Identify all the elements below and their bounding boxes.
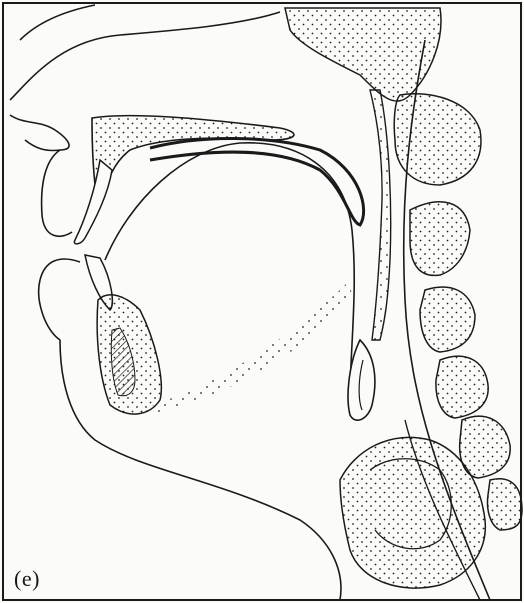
pharyngeal-wall xyxy=(370,90,391,340)
nose-outline xyxy=(10,115,69,151)
soft-palate xyxy=(150,138,364,225)
upper-lip xyxy=(42,150,72,236)
vertebra-c1 xyxy=(394,94,481,185)
cranial-base-outline xyxy=(10,5,280,100)
lower-lip xyxy=(40,259,80,280)
vertebra-c2 xyxy=(410,202,470,276)
panel-label: (e) xyxy=(14,566,40,592)
vertebra-c4 xyxy=(436,356,488,418)
hard-palate xyxy=(92,116,294,205)
vertebra-c6 xyxy=(488,479,523,530)
tongue-body xyxy=(140,280,352,415)
vertebra-c3 xyxy=(420,287,475,352)
